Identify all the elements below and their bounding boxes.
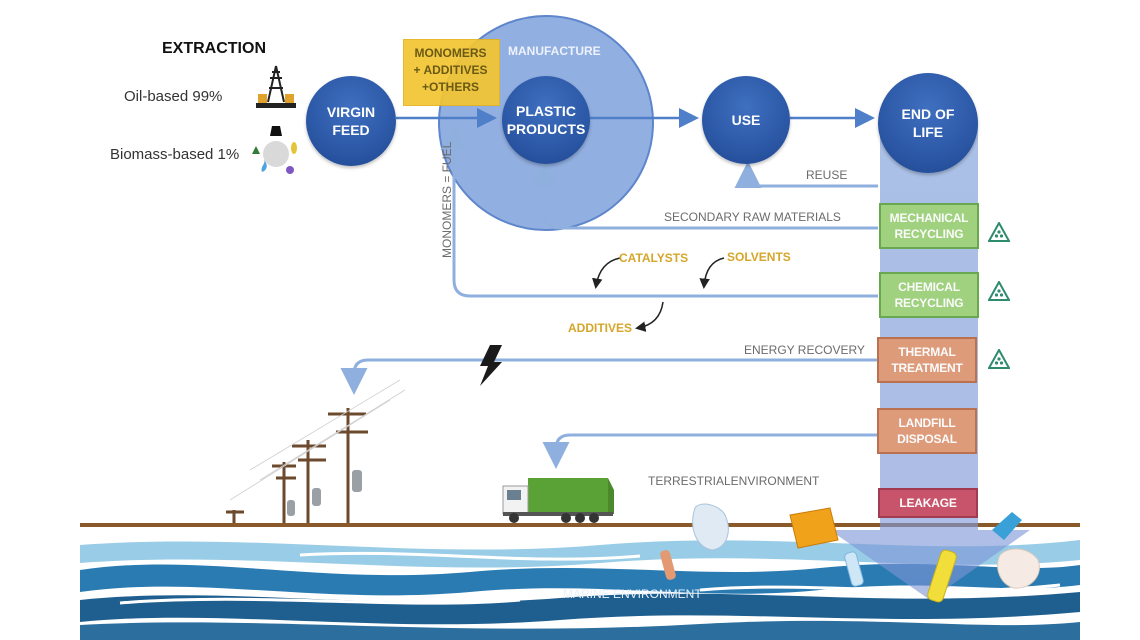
stage-thermal-treatment[interactable]: THERMAL TREATMENT (877, 337, 977, 383)
oil-based-label: Oil-based 99% (124, 88, 223, 105)
energy-recovery-label: ENERGY RECOVERY (744, 343, 865, 357)
solvents-label: SOLVENTS (727, 250, 791, 264)
biomass-based-label: Biomass-based 1% (110, 146, 240, 163)
lightning-icon (480, 345, 502, 386)
manufacture-title: MANUFACTURE (508, 44, 601, 58)
node-use[interactable]: USE (702, 76, 790, 164)
hazard-triangle-icon (988, 222, 1010, 242)
stage-chemical-recycling[interactable]: CHEMICAL RECYCLING (879, 272, 979, 318)
catalysts-label: CATALYSTS (619, 251, 689, 265)
terrestrial-environment-label: TERRESTRIALENVIRONMENT (648, 474, 820, 488)
node-end-of-life[interactable]: END OF LIFE (878, 73, 978, 173)
stage-mechanical-recycling[interactable]: MECHANICAL RECYCLING (879, 203, 979, 249)
biomass-types-icon (252, 126, 297, 174)
power-poles-icon (226, 408, 368, 523)
extraction-title: EXTRACTION (162, 40, 266, 57)
secondary-raw-materials-label: SECONDARY RAW MATERIALS (664, 210, 841, 224)
plastic-debris (660, 503, 1040, 603)
oil-rig-icon (256, 65, 296, 108)
stage-landfill-disposal[interactable]: LANDFILL DISPOSAL (877, 408, 977, 454)
node-plastic-products[interactable]: PLASTIC PRODUCTS (502, 76, 590, 164)
reuse-label: REUSE (806, 168, 848, 182)
ground-line (80, 523, 1080, 527)
marine-environment-label: MARINE ENVIRONMENT (563, 587, 702, 601)
manufacture-inputs-box (403, 39, 500, 106)
hazard-triangle-icon (988, 281, 1010, 301)
hazard-triangle-icon (988, 349, 1010, 369)
additives-label: ADDITIVES (568, 321, 633, 335)
manufacture-inputs-label: MONOMERS + ADDITIVES +OTHERS (413, 46, 488, 94)
node-virgin-feed[interactable]: VIRGIN FEED (306, 76, 396, 166)
stage-leakage[interactable]: LEAKAGE (878, 488, 978, 518)
garbage-truck-icon (502, 478, 614, 523)
monomers-fuel-label: MONOMERS = FUEL (440, 141, 454, 258)
